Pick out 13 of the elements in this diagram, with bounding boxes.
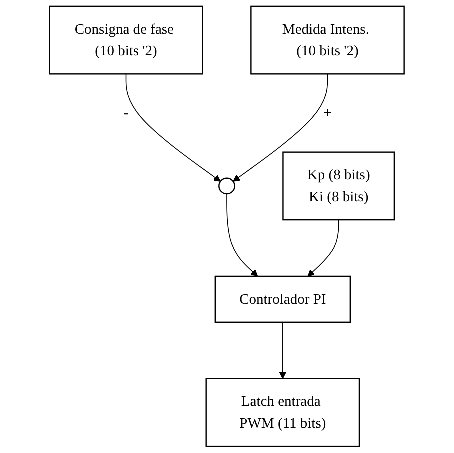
node-box: Controlador PI	[214, 276, 352, 324]
arrow	[126, 74, 221, 182]
node-circle	[218, 178, 236, 195]
arrow	[308, 220, 340, 277]
node-box: Latch entrada PWM (11 bits)	[206, 378, 360, 448]
edge-label: -	[124, 104, 129, 121]
arrow	[279, 322, 286, 380]
edge-label: +	[324, 104, 332, 121]
node-box: Consigna de fase (10 bits '2)	[49, 6, 204, 75]
arrow	[233, 74, 328, 182]
node-box: Kp (8 bits) Ki (8 bits)	[282, 152, 396, 221]
arrow	[226, 194, 258, 277]
node-box: Medida Intens. (10 bits '2)	[250, 6, 405, 75]
